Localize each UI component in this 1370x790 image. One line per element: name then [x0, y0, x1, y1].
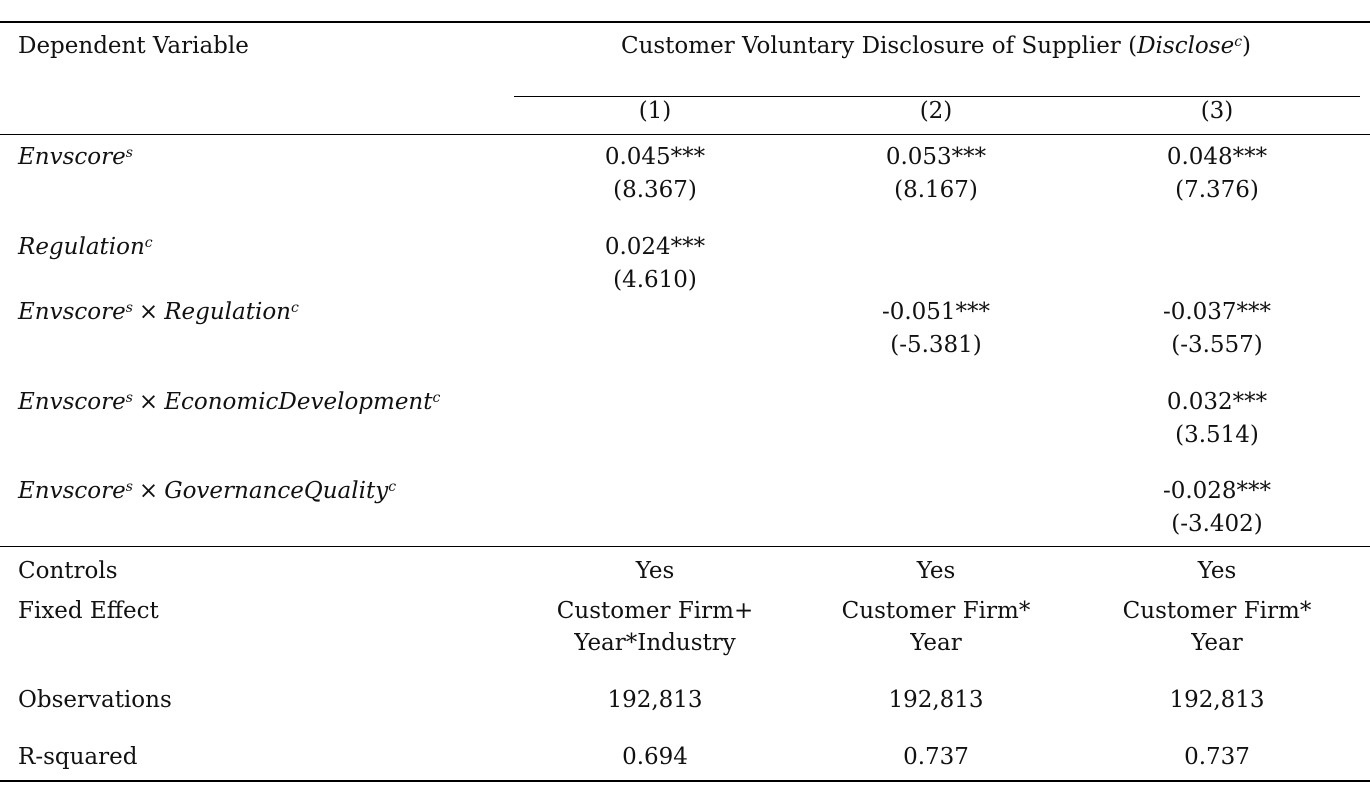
observations-label: Observations [18, 687, 172, 713]
fixed-effect-line1: Customer Firm* [1122, 598, 1312, 624]
r-squared-label: R-squared [18, 744, 138, 770]
controls-value: Yes [1197, 558, 1237, 584]
row-label-sup2: c [432, 390, 441, 406]
fixed-effect-line1: Customer Firm+ [556, 598, 754, 624]
times-symbol: × [138, 299, 159, 325]
tstat-cell: (3.514) [1175, 422, 1259, 448]
row-label-var2: EconomicDevelopment [164, 389, 433, 415]
controls-value: Yes [916, 558, 956, 584]
coef-cell: -0.028*** [1162, 478, 1272, 504]
coef-cell: 0.045*** [604, 144, 706, 170]
row-label-sup2: c [388, 479, 397, 495]
tstat-cell: (-3.557) [1171, 332, 1263, 358]
row-label-var2: GovernanceQuality [164, 478, 389, 504]
coef-cell: -0.037*** [1162, 299, 1272, 325]
column-group-rule [514, 96, 1360, 97]
row-label-envscore-x-regulation: Envscores ×Regulationc [18, 296, 299, 328]
r-squared-value: 0.737 [1184, 744, 1250, 770]
tstat-cell: (7.376) [1175, 177, 1259, 203]
dependent-variable-title-text: Customer Voluntary Disclosure of Supplie… [620, 33, 1138, 59]
row-label-envscore-x-economic-development: Envscores ×EconomicDevelopmentc [18, 386, 440, 418]
coef-cell: 0.053*** [885, 144, 987, 170]
observations-value: 192,813 [607, 687, 703, 713]
coef-cell: -0.051*** [881, 299, 991, 325]
observations-value: 192,813 [1169, 687, 1265, 713]
tstat-cell: (-3.402) [1171, 511, 1263, 537]
row-label-var: Envscore [18, 389, 126, 415]
fixed-effect-line2: Year*Industry [574, 630, 736, 656]
row-label-sup2: c [291, 300, 299, 316]
column-header-3: (3) [1200, 98, 1234, 124]
fixed-effect-label: Fixed Effect [18, 598, 159, 624]
tstat-cell: (8.367) [613, 177, 697, 203]
bottom-rule [0, 780, 1370, 782]
row-label-envscore-x-governance-quality: Envscores ×GovernanceQualityc [18, 475, 396, 507]
row-label-var: Envscore [18, 144, 126, 170]
controls-value: Yes [635, 558, 675, 584]
row-label-sup: s [125, 145, 133, 161]
coef-cell: 0.048*** [1166, 144, 1268, 170]
column-header-2: (2) [919, 98, 953, 124]
row-label-sup: s [125, 300, 133, 316]
row-label-var: Envscore [18, 299, 126, 325]
column-header-1: (1) [638, 98, 672, 124]
dependent-variable-label: Dependent Variable [18, 33, 249, 59]
tstat-cell: (4.610) [613, 267, 697, 293]
r-squared-value: 0.694 [622, 744, 688, 770]
times-symbol: × [138, 478, 159, 504]
fixed-effect-line2: Year [1191, 630, 1243, 656]
observations-value: 192,813 [888, 687, 984, 713]
row-label-sup: s [125, 479, 133, 495]
fixed-effect-line1: Customer Firm* [841, 598, 1031, 624]
controls-label: Controls [18, 558, 118, 584]
row-label-var: Envscore [18, 478, 126, 504]
dependent-variable-superscript: c [1234, 34, 1243, 50]
row-label-var2: Regulation [164, 299, 291, 325]
row-label-sup: c [144, 235, 153, 251]
coef-cell: 0.024*** [604, 234, 706, 260]
fixed-effect-line2: Year [910, 630, 962, 656]
coef-cell: 0.032*** [1166, 389, 1268, 415]
r-squared-value: 0.737 [903, 744, 969, 770]
row-label-var: Regulation [18, 234, 145, 260]
dependent-variable-title-close: ) [1242, 33, 1252, 59]
row-label-envscore: Envscores [18, 141, 133, 173]
tstat-cell: (8.167) [894, 177, 978, 203]
header-rule [0, 134, 1370, 135]
row-label-sup: s [125, 390, 133, 406]
dependent-variable-title: Customer Voluntary Disclosure of Supplie… [621, 30, 1251, 62]
body-rule [0, 546, 1370, 547]
row-label-regulation: Regulationc [18, 231, 153, 263]
dependent-variable-symbol: Disclose [1137, 33, 1235, 59]
times-symbol: × [138, 389, 159, 415]
top-rule [0, 21, 1370, 23]
tstat-cell: (-5.381) [890, 332, 982, 358]
